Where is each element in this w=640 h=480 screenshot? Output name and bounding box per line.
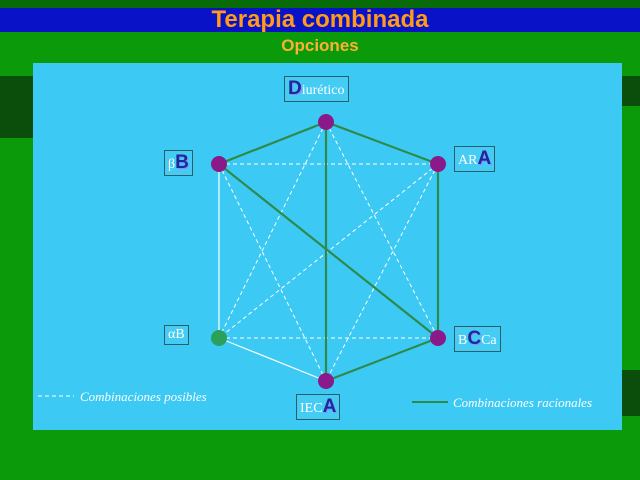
label-diuretico-rest: iurético <box>301 83 345 98</box>
possible-line-d-bcca <box>325 121 439 339</box>
rational-line-d-ara <box>325 120 439 166</box>
rational-line-bcca-ieca <box>325 336 439 383</box>
label-bb-prefix: β <box>168 157 176 172</box>
possible-line-ara-ab <box>218 163 439 339</box>
node-ara <box>430 156 446 172</box>
label-bb-initial: B <box>175 152 189 173</box>
label-ab-text: αB <box>168 327 185 342</box>
label-ab: αB <box>164 325 189 345</box>
label-ara-initial: A <box>477 148 492 169</box>
label-ieca-prefix: IEC <box>300 401 323 416</box>
label-bcca-prefix: B <box>458 333 468 348</box>
possible-line-bb-ieca <box>218 163 327 382</box>
label-bcca-suffix: Ca <box>481 333 497 348</box>
node-ieca <box>318 373 334 389</box>
legend-possible-label: Combinaciones posibles <box>80 389 207 404</box>
possible-line-ara-ieca <box>325 163 439 382</box>
label-diuretico-initial: D <box>288 78 302 99</box>
rational-line-bb-bcca <box>218 163 439 339</box>
background-band-right <box>622 76 640 106</box>
edge-ab-ieca <box>218 337 327 382</box>
label-diuretico: Diurético <box>284 76 349 102</box>
rational-line-d-bb <box>218 120 327 166</box>
background-band-right-lower <box>622 370 640 416</box>
node-diuretico <box>318 114 334 130</box>
label-bcca: BCCa <box>454 326 501 352</box>
node-bb <box>211 156 227 172</box>
node-bcca <box>430 330 446 346</box>
slide-title: Terapia combinada <box>211 6 429 33</box>
label-ieca-initial: A <box>322 396 337 417</box>
label-bcca-initial: C <box>467 328 482 349</box>
background-band-left <box>0 76 33 138</box>
label-ara: ARA <box>454 146 496 172</box>
label-ieca: IECA <box>296 394 341 420</box>
legend-rational-label: Combinaciones racionales <box>453 395 593 410</box>
label-ara-prefix: AR <box>458 153 478 168</box>
slide-subtitle: Opciones <box>281 36 359 55</box>
title-band <box>0 8 640 32</box>
background-band-top <box>0 0 640 8</box>
possible-line-d-ab <box>218 121 327 339</box>
node-ab <box>211 330 227 346</box>
label-bb: βB <box>164 150 193 176</box>
